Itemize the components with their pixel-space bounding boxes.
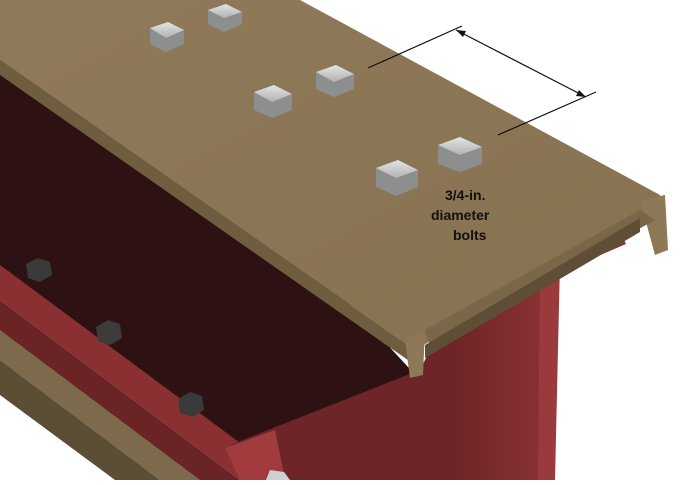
dimension-arrow-bottom: [576, 90, 586, 97]
lower-channel-edge-face: [0, 360, 160, 480]
beam-lower-flange: [0, 265, 290, 480]
bolt-head: [438, 137, 482, 172]
bolts-label-line1: 3/4-in.: [445, 187, 485, 203]
channel-top-flange: [0, 0, 660, 350]
bolt-head: [376, 160, 418, 196]
gusset-plate-lower: [225, 430, 285, 480]
dimension-arrow-top: [456, 30, 466, 37]
bolt-head: [150, 22, 184, 52]
web-bolt: [178, 392, 204, 417]
beam-web-side: [538, 262, 560, 480]
beam-shadow-region: [0, 60, 420, 450]
beam-web-middle: [230, 300, 455, 480]
extension-line-upper: [367, 25, 463, 69]
spacing-label-line2: (max): [584, 63, 622, 80]
extension-line-lower: [497, 91, 597, 136]
web-bolt: [26, 258, 52, 282]
channel-top-edge: [0, 60, 415, 365]
dimension-line: [455, 29, 587, 98]
bolt-head: [208, 4, 242, 32]
lower-channel-edge: [0, 330, 200, 480]
spacing-dimension: [367, 25, 597, 136]
bolts-label-line3: bolts: [453, 227, 487, 243]
channel-lip-right: [640, 195, 668, 255]
bolt-head: [254, 85, 292, 118]
beam-lower-flange-face: [0, 300, 240, 480]
channel-lip-front: [405, 330, 425, 378]
web-bolt: [266, 470, 290, 480]
top-bolts: [150, 4, 482, 196]
web-bolt: [96, 320, 122, 345]
bolt-head: [316, 65, 354, 97]
bolts-label-line2: diameter: [431, 207, 490, 223]
channel-lip-inner: [425, 218, 640, 358]
web-bolts: [26, 258, 290, 480]
spacing-label-line1: s = 6.68 in.: [551, 41, 625, 58]
